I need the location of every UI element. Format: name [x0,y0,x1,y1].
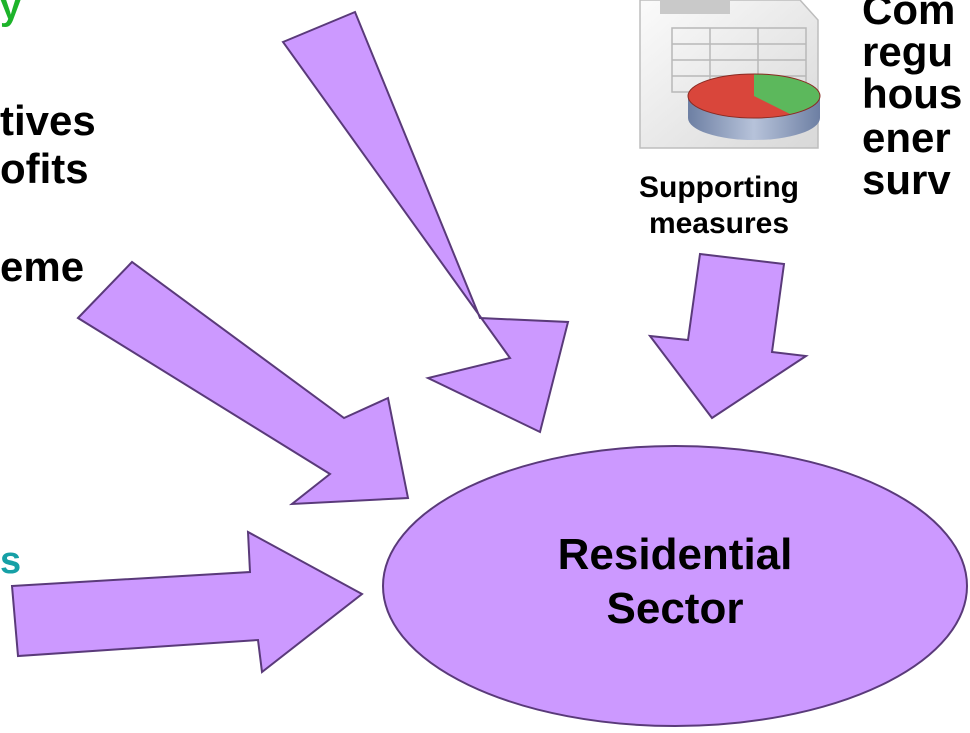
supporting-measures-label: Supporting measures [604,170,834,242]
spreadsheet-pie-chart-icon [639,0,821,149]
right-label-line1: Com [862,0,956,33]
right-label-line2: regu [862,28,954,75]
left-accent-top-text: y [0,0,22,28]
residential-sector-ellipse [382,445,968,727]
arrow-support [647,252,809,420]
supporting-measures-line1: Supporting [639,171,799,204]
left-accent-mid-text: s [0,540,22,582]
left-label-line2: ofits [0,145,89,192]
residential-sector-line2: Sector [606,584,744,633]
right-label-line3: hous [862,70,963,117]
right-label-line4: ener [862,114,951,161]
left-label-line1: tives [0,97,96,144]
residential-sector-label: Residential Sector [475,528,875,636]
arrow-top [281,10,570,434]
arrow-left-upper [76,260,410,506]
arrow-left-lower [10,530,364,674]
right-label-line5: surv [862,156,951,203]
supporting-measures-line2: measures [648,207,790,240]
residential-sector-line1: Residential [557,530,793,579]
left-label-line3: eme [0,243,85,290]
